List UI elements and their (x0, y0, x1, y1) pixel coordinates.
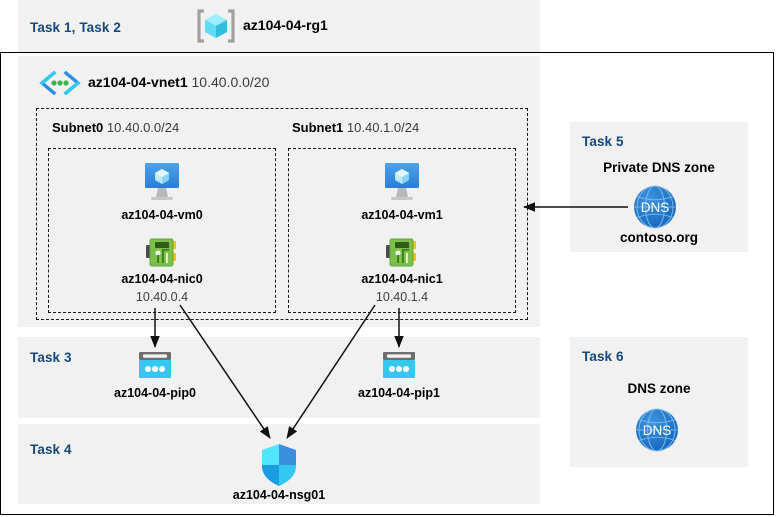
task-label-6: Task 6 (582, 349, 624, 364)
private-dns-zone-title: Private DNS zone (603, 160, 715, 175)
virtual-network-icon (38, 70, 82, 96)
task-label-1-2: Task 1, Task 2 (30, 20, 121, 35)
nic0-label: az104-04-nic0 (121, 272, 203, 286)
dns-zone-icon: DNS (631, 183, 679, 231)
network-interface-icon (384, 236, 420, 270)
resource-group-header-strip (18, 0, 540, 52)
task-label-3: Task 3 (30, 350, 72, 365)
subnet0-title: Subnet0 10.40.0.0/24 (52, 120, 180, 135)
task3-panel (18, 337, 540, 418)
svg-text:DNS: DNS (641, 200, 670, 215)
nsg-label: az104-04-nsg01 (232, 488, 326, 502)
pip0-label: az104-04-pip0 (114, 386, 196, 400)
task-label-5: Task 5 (582, 134, 624, 149)
svg-text:DNS: DNS (643, 423, 672, 438)
public-ip-address-icon (380, 350, 418, 382)
virtual-machine-icon (376, 160, 428, 204)
nic0-ip: 10.40.0.4 (135, 290, 189, 304)
public-ip-address-icon (136, 350, 174, 382)
network-security-group-icon (258, 442, 300, 488)
subnet0-boundary (48, 148, 276, 313)
nic1-ip: 10.40.1.4 (375, 290, 429, 304)
dns-zone-title: DNS zone (627, 381, 691, 396)
subnet1-title: Subnet1 10.40.1.0/24 (292, 120, 420, 135)
dns-zone-icon: DNS (633, 406, 681, 454)
vm1-label: az104-04-vm1 (361, 208, 443, 222)
pip1-label: az104-04-pip1 (358, 386, 440, 400)
resource-group-name: az104-04-rg1 (243, 17, 328, 33)
resource-group-icon (196, 8, 236, 44)
subnet1-boundary (288, 148, 516, 313)
vm0-label: az104-04-vm0 (121, 208, 203, 222)
private-dns-zone-name: contoso.org (620, 230, 698, 245)
nic1-label: az104-04-nic1 (361, 272, 443, 286)
vnet-title: az104-04-vnet1 10.40.0.0/20 (88, 74, 270, 90)
vnet-panel (18, 56, 540, 327)
vnet-boundary (36, 108, 528, 320)
network-interface-icon (144, 236, 180, 270)
task-label-4: Task 4 (30, 442, 72, 457)
virtual-machine-icon (136, 160, 188, 204)
